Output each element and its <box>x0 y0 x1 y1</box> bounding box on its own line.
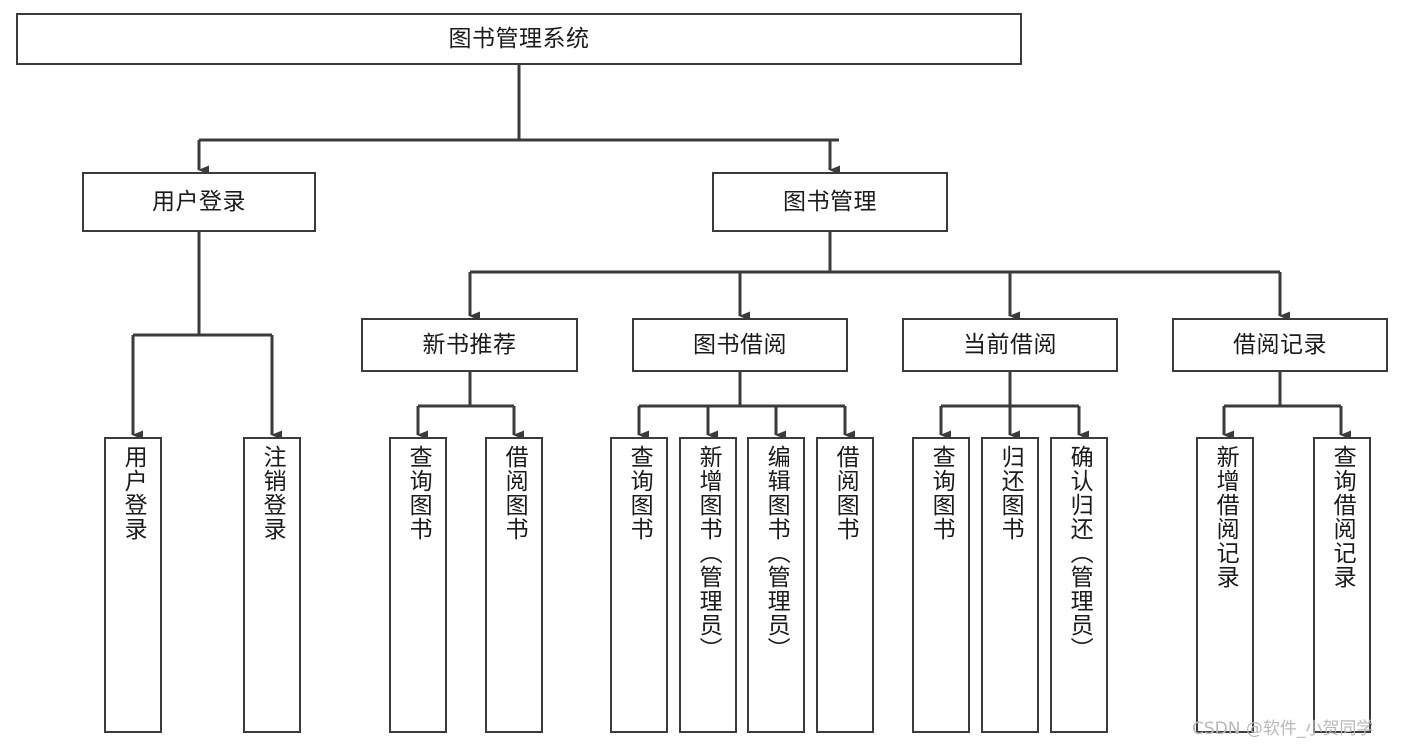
leaf-query-borrow-record[interactable]: 查询借阅记录 <box>1313 437 1371 733</box>
leaf-add-book-admin[interactable]: 新增图书（管理员） <box>679 437 737 733</box>
leaf-logout[interactable]: 注销登录 <box>243 437 301 733</box>
node-label: 确认归还（管理员） <box>1066 445 1093 661</box>
node-label: 借阅记录 <box>1233 331 1327 358</box>
leaf-borrow-book[interactable]: 借阅图书 <box>816 437 874 733</box>
leaf-add-borrow-record[interactable]: 新增借阅记录 <box>1196 437 1254 733</box>
node-label: 用户登录 <box>152 188 246 215</box>
node-book-management[interactable]: 图书管理 <box>712 172 948 232</box>
node-user-login[interactable]: 用户登录 <box>82 172 316 232</box>
node-label: 查询图书 <box>928 445 955 541</box>
node-label: 新增图书（管理员） <box>695 445 722 661</box>
node-label: 编辑图书（管理员） <box>763 445 790 661</box>
leaf-user-login[interactable]: 用户登录 <box>104 437 162 733</box>
leaf-confirm-return-admin[interactable]: 确认归还（管理员） <box>1050 437 1108 733</box>
node-label: 新书推荐 <box>422 331 517 358</box>
node-label: 借阅图书 <box>501 445 528 541</box>
leaf-borrow-book-recommend[interactable]: 借阅图书 <box>485 437 543 733</box>
node-label: 归还图书 <box>997 445 1024 541</box>
node-label: 图书借阅 <box>693 331 787 358</box>
node-root-library-system[interactable]: 图书管理系统 <box>16 13 1022 65</box>
leaf-query-book-borrow[interactable]: 查询图书 <box>610 437 668 733</box>
leaf-query-book-current[interactable]: 查询图书 <box>912 437 970 733</box>
watermark: CSDN @软件_小贺同学 <box>1192 719 1374 739</box>
node-label: 查询图书 <box>405 445 432 541</box>
node-label: 借阅图书 <box>832 445 859 541</box>
node-label: 注销登录 <box>259 445 286 541</box>
node-new-book-recommend[interactable]: 新书推荐 <box>361 318 578 372</box>
node-borrow-records[interactable]: 借阅记录 <box>1172 318 1388 372</box>
node-label: 查询图书 <box>626 445 653 541</box>
leaf-edit-book-admin[interactable]: 编辑图书（管理员） <box>747 437 805 733</box>
node-label: 图书管理系统 <box>448 25 590 52</box>
node-label: 当前借阅 <box>963 331 1057 358</box>
node-book-borrow[interactable]: 图书借阅 <box>632 318 848 372</box>
node-label: 新增借阅记录 <box>1212 445 1239 589</box>
node-label: 查询借阅记录 <box>1329 445 1356 589</box>
leaf-return-book[interactable]: 归还图书 <box>981 437 1039 733</box>
node-label: 图书管理 <box>783 188 877 215</box>
leaf-query-book-recommend[interactable]: 查询图书 <box>389 437 447 733</box>
node-current-borrow[interactable]: 当前借阅 <box>902 318 1118 372</box>
node-label: 用户登录 <box>120 445 147 541</box>
